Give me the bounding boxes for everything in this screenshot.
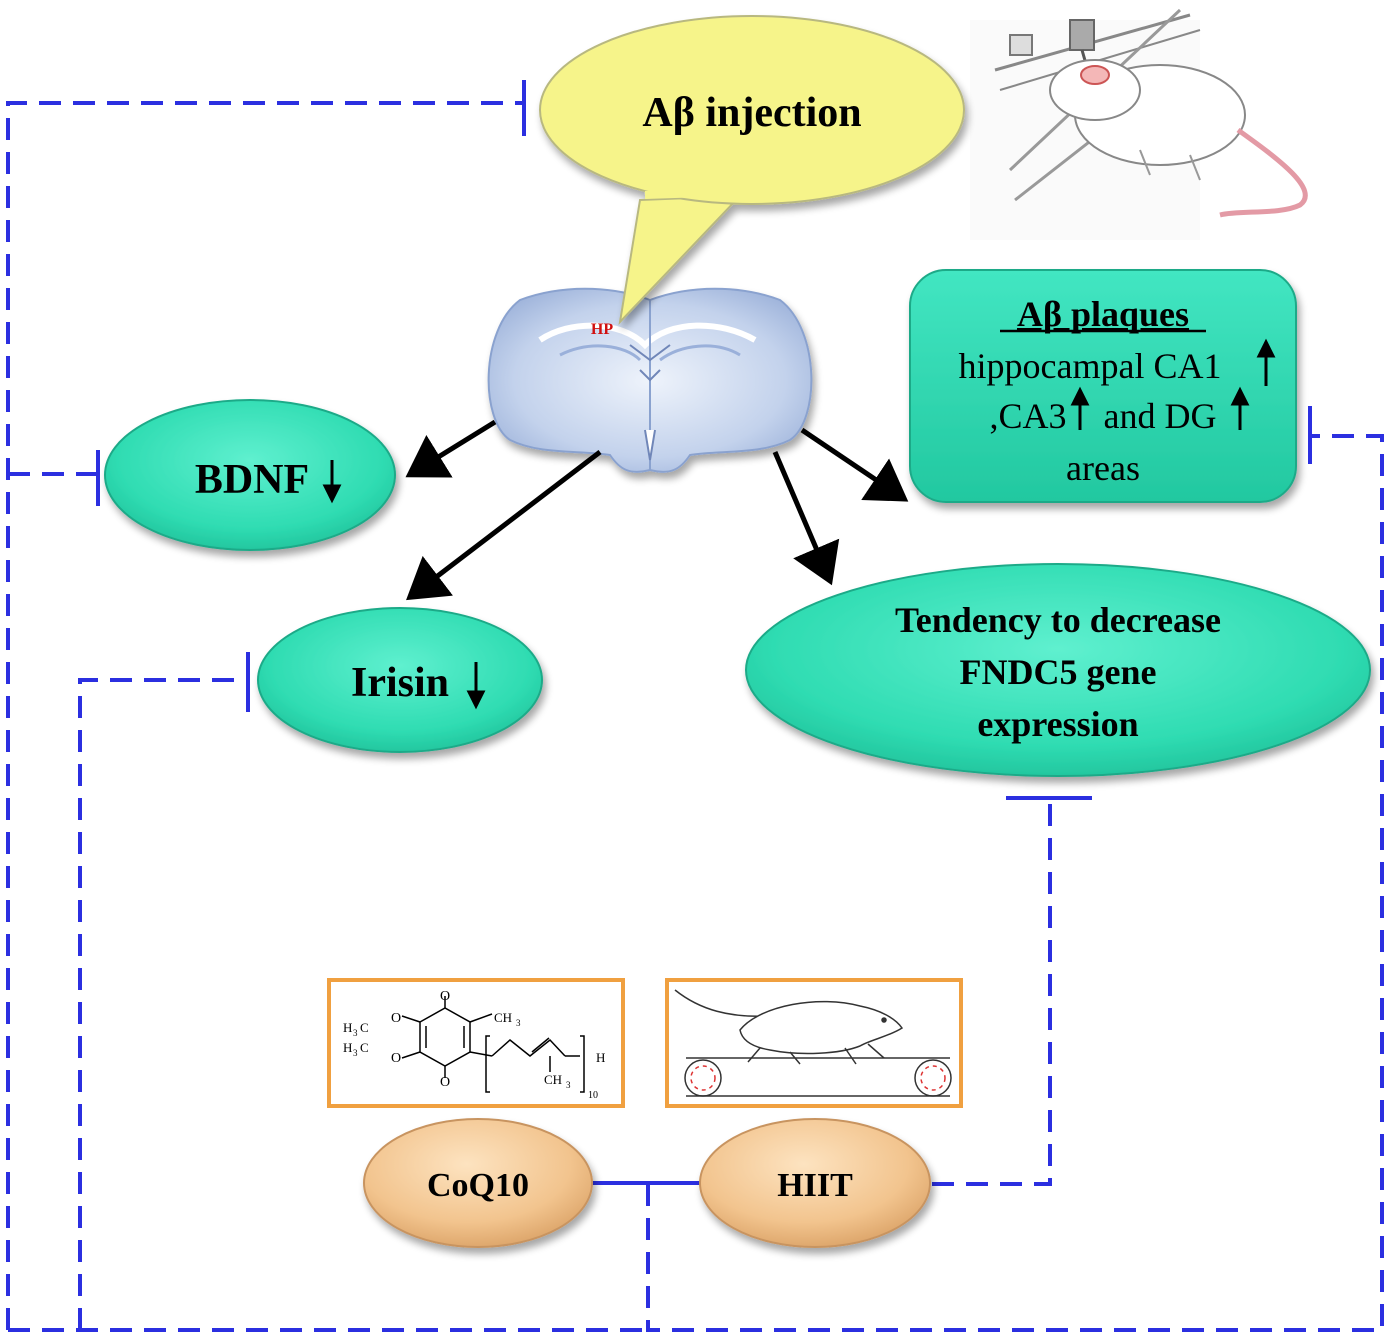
plaques-up-arrows	[1070, 338, 1276, 430]
injection-bubble	[539, 15, 965, 326]
mol-o-left2: O	[391, 1051, 401, 1066]
irisin-ellipse	[257, 607, 543, 753]
hiit-label: HIIT	[777, 1167, 853, 1204]
mol-o-left1: O	[391, 1011, 401, 1026]
fndc5-line2: FNDC5 gene	[960, 652, 1157, 692]
mol-h: H	[596, 1050, 605, 1065]
mol-o-bottom: O	[440, 1075, 450, 1090]
mol-n: 10	[588, 1090, 598, 1101]
arrow-to-bdnf	[405, 419, 497, 478]
mol-h3c1-sub: 3	[353, 1028, 358, 1038]
line-to-irisin	[78, 678, 246, 1330]
arrow-to-plaques	[800, 427, 909, 502]
mol-h3c2-c: C	[360, 1040, 369, 1055]
coq10-ellipse	[363, 1118, 593, 1248]
mol-h3c2-sub: 3	[353, 1048, 358, 1058]
plaques-title: Aβ plaques	[1017, 294, 1189, 334]
bdnf-ellipse	[104, 399, 396, 551]
mol-ch3-top-sub: 3	[516, 1018, 521, 1028]
plaques-line2a: ,CA3	[989, 396, 1066, 436]
plaques-line2b: and DG	[1104, 396, 1217, 436]
fndc5-ellipse	[745, 563, 1371, 777]
mol-h3c1-c: C	[360, 1020, 369, 1035]
fndc5-line3: expression	[977, 704, 1138, 744]
hiit-ellipse	[699, 1118, 931, 1248]
hp-label: HP	[591, 321, 613, 338]
plaques-line3: areas	[1066, 448, 1140, 488]
effect-arrows	[405, 419, 909, 601]
inhibition-bars	[96, 80, 1312, 800]
line-to-injection	[6, 101, 522, 1330]
mol-h3c2-h: H	[343, 1040, 352, 1055]
inhibition-lines	[6, 101, 1384, 1332]
line-to-fndc5	[932, 800, 1052, 1186]
plaques-box	[909, 269, 1297, 503]
injection-label: Aβ injection	[642, 90, 861, 136]
rat-stereotaxic-surgery-icon	[970, 8, 1308, 240]
mol-h3c1-h: H	[343, 1020, 352, 1035]
coq10-structure-icon: O O O O H 3 C H 3 C CH 3 CH 3 H 10	[327, 978, 625, 1108]
mol-ch3-bottom-sub: 3	[566, 1080, 571, 1090]
plaques-line1: hippocampal CA1	[959, 346, 1222, 386]
rat-treadmill-icon	[665, 978, 963, 1108]
irisin-down-arrow	[466, 662, 486, 710]
arrow-to-fndc5	[772, 451, 840, 586]
fndc5-line1: Tendency to decrease	[895, 600, 1221, 640]
coq10-label: CoQ10	[427, 1167, 529, 1204]
mol-ch3-bottom: CH	[544, 1072, 562, 1087]
bdnf-down-arrow	[322, 460, 342, 504]
bdnf-label: BDNF	[195, 457, 309, 503]
arrow-to-irisin	[406, 450, 602, 601]
mol-ch3-top: CH	[494, 1010, 512, 1025]
mol-o-top: O	[440, 989, 450, 1004]
irisin-label: Irisin	[351, 660, 449, 706]
brain-coronal-section-icon	[487, 287, 813, 473]
